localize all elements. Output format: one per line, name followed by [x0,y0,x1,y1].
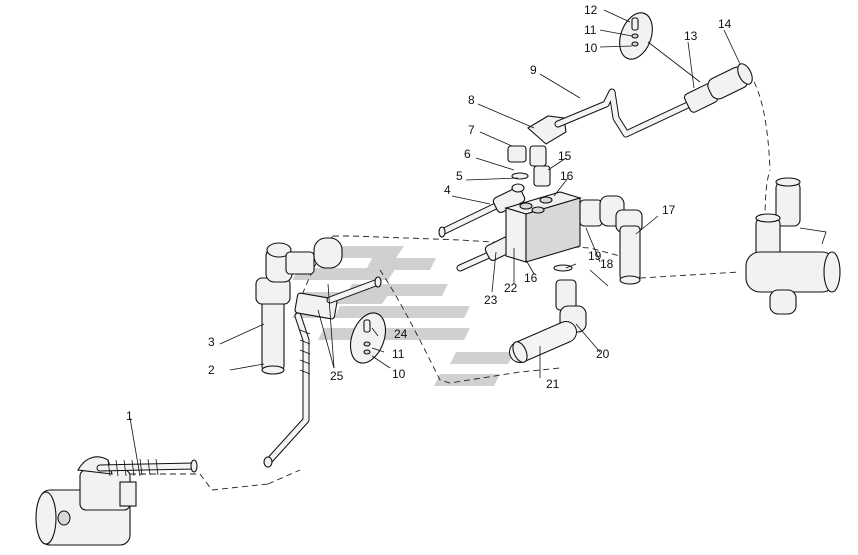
left-elbow-assembly [255,237,343,375]
callout-2: 2 [208,363,215,377]
callout-4: 4 [444,183,451,197]
callout-23: 23 [484,293,498,307]
callout-14: 14 [718,17,732,31]
callout-3: 3 [208,335,215,349]
leader-lines [129,9,741,477]
callout-1: 1 [126,409,133,423]
fitting-17 [579,195,643,285]
right-tank-assembly [745,177,841,315]
coupling-14 [683,63,753,113]
callout-10: 10 [392,367,406,381]
callout-6: 6 [464,147,471,161]
detail-disc-upper [619,12,653,60]
callout-16: 16 [560,169,574,183]
callout-24: 24 [394,327,408,341]
callout-13: 13 [684,29,698,43]
distributor-block [504,191,582,263]
callout-21: 21 [546,377,560,391]
callout-7: 7 [468,123,475,137]
callout-15: 15 [558,149,572,163]
callout-17: 17 [662,203,676,217]
callout-12: 12 [584,3,598,17]
callout-22: 22 [504,281,518,295]
elbow-20-21 [509,264,587,363]
hose-1 [96,458,198,477]
callout-10: 10 [584,41,598,55]
pipe-9 [554,88,694,138]
fitting-24 [294,276,382,320]
callout-labels: 1234567891010111112131415161617181920212… [126,3,732,423]
rod-4 [438,187,526,238]
callout-19: 19 [588,249,602,263]
callout-25: 25 [330,369,344,383]
detail-disc-lower [349,312,387,364]
callout-11: 11 [584,23,597,37]
fitting-group-top [507,115,567,193]
callout-16: 16 [524,271,538,285]
callout-20: 20 [596,347,610,361]
pump-unit [35,456,137,546]
pipe-25 [263,312,311,468]
callout-9: 9 [530,63,537,77]
callout-5: 5 [456,169,463,183]
callout-18: 18 [600,257,614,271]
callout-11: 11 [392,347,405,361]
callout-8: 8 [468,93,475,107]
frame-outline [120,65,771,491]
